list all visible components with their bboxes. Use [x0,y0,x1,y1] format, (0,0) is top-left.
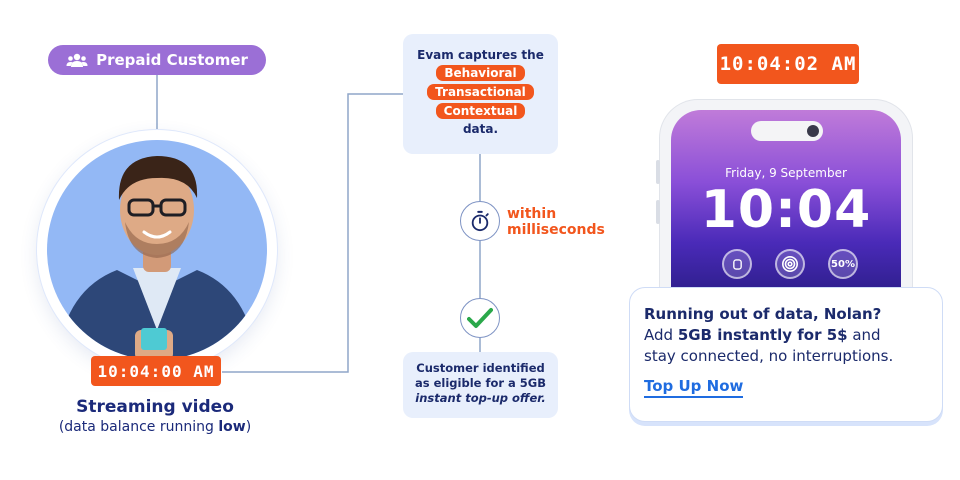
tag-contextual: Contextual [435,103,526,119]
notification-title-text: Running out of data, Nolan? [644,305,882,323]
notification-line-3: stay connected, no interruptions. [644,347,894,365]
eligibility-card: Customer identified as eligible for a 5G… [403,352,558,418]
result-line-1: Customer identified [416,361,545,375]
users-icon [66,53,88,67]
battery-widget: 50% [828,249,858,279]
topup-notification[interactable]: Running out of data, Nolan? Add 5GB inst… [629,287,943,422]
phone-side-button [656,160,660,184]
dynamic-island [751,121,823,141]
lock-date: Friday, 9 September [725,166,847,180]
data-capture-card: Evam captures the Behavioral Transaction… [403,34,558,154]
notification-title: Running out of data, Nolan? [644,304,928,325]
front-camera [807,125,819,137]
line2-suffix: and [847,326,881,344]
customer-avatar [47,140,267,360]
notification-line-2: Add 5GB instantly for 5$ and [644,325,928,346]
tag-transactional: Transactional [427,84,534,100]
tag-behavioral: Behavioral [436,65,525,81]
capture-intro: Evam captures the [417,48,544,62]
top-up-now-link[interactable]: Top Up Now [644,377,744,398]
prepaid-customer-label: Prepaid Customer [96,51,248,69]
prepaid-customer-badge: Prepaid Customer [48,45,266,75]
caption-subtitle: (data balance running low) [20,419,290,435]
line2-offer: 5GB instantly for 5$ [677,326,848,344]
result-line-2: as eligible for a 5GB [415,376,546,390]
stream-start-time: 10:04:00 AM [91,356,221,386]
line2-prefix: Add [644,326,678,344]
customer-illustration [57,156,257,360]
timing-label: within milliseconds [507,206,605,238]
caption-title: Streaming video [76,397,234,417]
phone-side-button [656,200,660,224]
capture-outro: data. [462,122,499,136]
timing-line-2: milliseconds [507,222,605,238]
caption-emphasis: low [218,419,246,435]
watch-widget-icon [722,249,752,279]
checkmark-icon [460,298,500,338]
stopwatch-icon [460,201,500,241]
result-line-3: instant top-up offer. [415,391,546,405]
lock-time: 10:04 [700,180,872,240]
activity-rings-icon [775,249,805,279]
caption-suffix: ) [245,419,252,435]
timing-line-1: within [507,206,557,222]
caption-prefix: (data balance running [58,419,219,435]
customer-caption: Streaming video (data balance running lo… [20,397,290,435]
offer-time: 10:04:02 AM [717,44,859,84]
